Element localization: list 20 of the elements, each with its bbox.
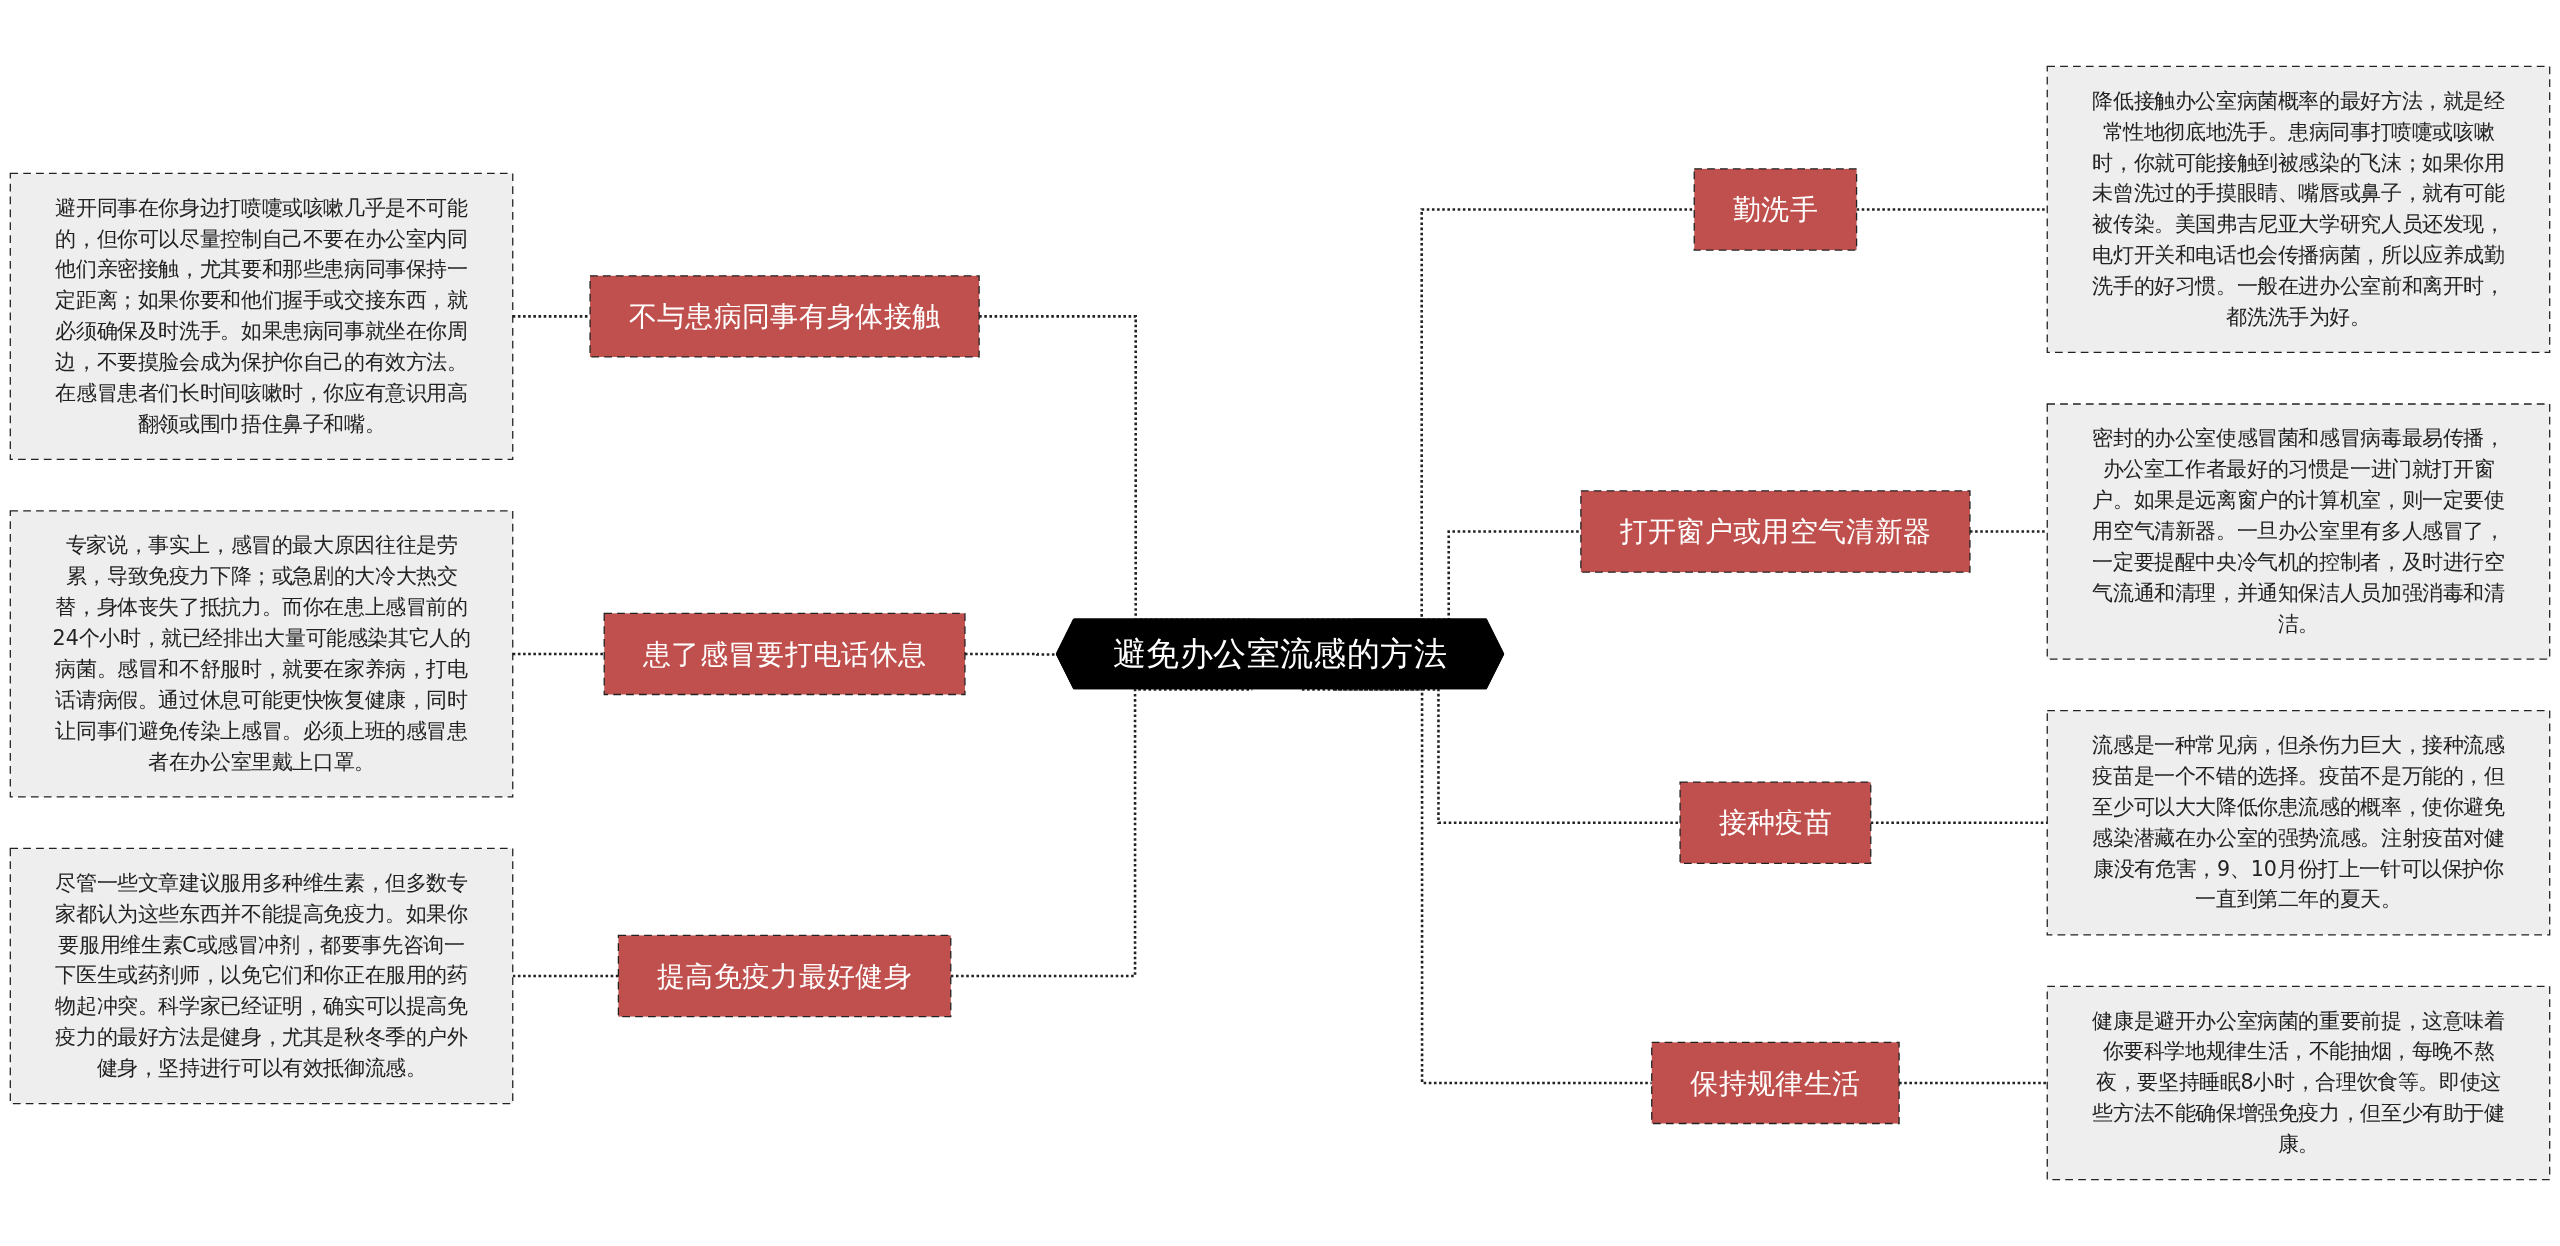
node-box: 勤洗手 [1693, 168, 1858, 251]
connector [1856, 208, 2048, 211]
node-box: 提高免疫力最好健身 [617, 934, 952, 1018]
node-box: 保持规律生活 [1651, 1041, 1900, 1125]
node-box: 密封的办公室使感冒菌和感冒病毒最易传播，办公室工作者最好的习惯是一进门就打开窗户。如果是远离窗户的计算机室，则一定要使用空气清新器。一旦办公室里有多人感冒了，一定要提醒中央冷气机的控制者，及时进行空气流通和清理，并通知保洁人员加强消毒和清洁。 [2046, 403, 2551, 660]
connector [1969, 530, 2048, 533]
connector [1334, 688, 1681, 824]
connector [512, 974, 619, 978]
node-box: 不与患病同事有身体接触 [589, 275, 980, 358]
node-box: 尽管一些文章建议服用多种维生素，但多数专家都认为这些东西并不能提高免疫力。如果你要服用维生素C或感冒冲剂，都要事先咨询一下医生或药剂师，以免它们和你正在服用的药物起冲突。科学家已经证明，确实可以提高免疫力的最好方法是健身，尤其是秋冬季的户外健身，坚持进行可以有效抵御流感。 [9, 847, 514, 1105]
node-box: 降低接触办公室病菌概率的最好方法，就是经常性地彻底地洗手。患病同事打喷嚏或咳嗽时，你就可能接触到被感染的飞沫；如果你用未曾洗过的手摸眼睛、嘴唇或鼻子，就有可能被传染。美国弗吉尼亚大学研究人员还发现，电灯开关和电话也会传播病菌，所以应养成勤洗手的好习惯。一般在进办公室前和离开时，都洗洗手为好。 [2046, 65, 2551, 354]
connector [512, 652, 605, 656]
node-box: 专家说，事实上，感冒的最大原因往往是劳累，导致免疫力下降；或急剧的大冷大热交替，身体丧失了抵抗力。而你在患上感冒前的24个小时，就已经排出大量可能感染其它人的病菌。感冒和不舒服时，就要在家养病，打电话请病假。通过休息可能更快恢复健康，同时让同事们避免传染上感冒。必须上班的感冒患者在办公室里戴上口罩。 [9, 510, 514, 798]
node-box: 流感是一种常见病，但杀伤力巨大，接种流感疫苗是一个不错的选择。疫苗不是万能的，但至少可以大大降低你患流感的概率，使你避免感染潜藏在办公室的强势流感。注射疫苗对健康没有危害，9、10月份打上一针可以保护你一直到第二年的夏天。 [2046, 709, 2551, 936]
node-box: 健康是避开办公室病菌的重要前提，这意味着你要科学地规律生活，不能抽烟，每晚不熬夜，要坚持睡眠8小时，合理饮食等。即使这些方法不能确保增强免疫力，但至少有助于健康。 [2046, 985, 2551, 1181]
node-box: 患了感冒要打电话休息 [603, 612, 966, 696]
connector [1899, 1081, 2048, 1085]
node-box: 打开窗户或用空气清新器 [1580, 490, 1971, 573]
node-box: 接种疫苗 [1679, 781, 1872, 864]
node-box: 避开同事在你身边打喷嚏或咳嗽几乎是不可能的，但你可以尽量控制自己不要在办公室内同他们亲密接触，尤其要和那些患病同事保持一定距离；如果你要和他们握手或交接东西，就必须确保及时洗手。如果患病同事就坐在你周边，不要摸脸会成为保护你自己的有效方法。在感冒患者们长时间咳嗽时，你应有意识用高翻领或围巾捂住鼻子和嘴。 [9, 172, 514, 461]
